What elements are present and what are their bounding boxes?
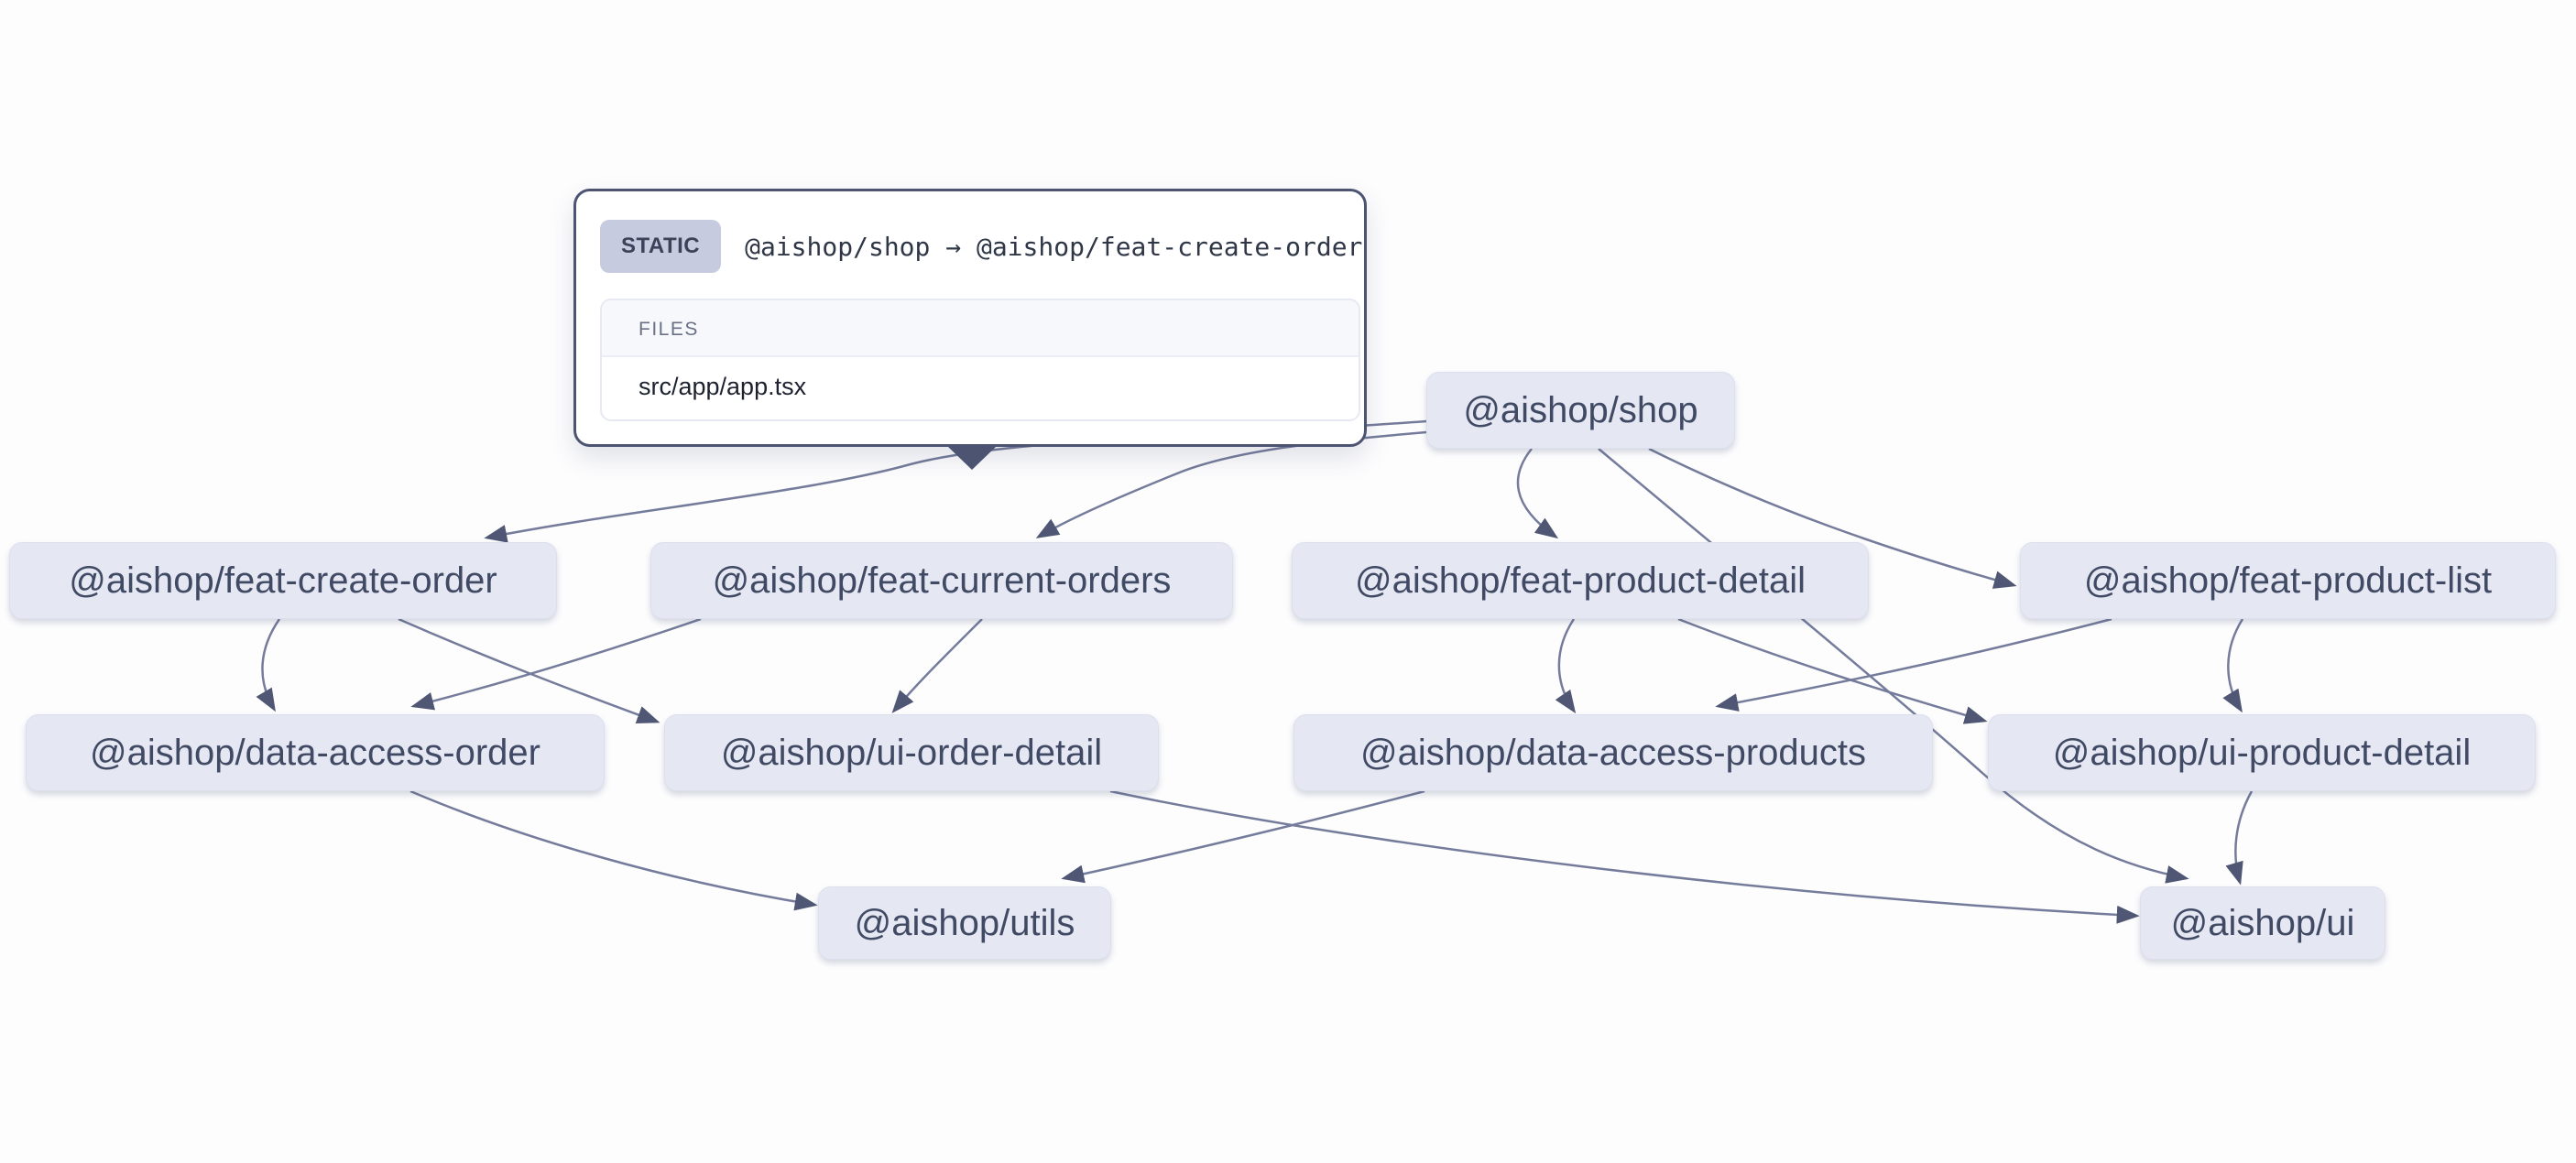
- graph-node-ui-product-detail[interactable]: @aishop/ui-product-detail: [1988, 714, 2536, 791]
- files-header-label: FILES: [602, 300, 1359, 357]
- edge-feat-product-detail--ui-product-detail[interactable]: [1677, 617, 1988, 724]
- edge-ui-product-detail--ui[interactable]: [2225, 790, 2254, 886]
- edge-feat-product-detail--data-access-products[interactable]: [1555, 618, 1577, 714]
- edge-feat-create-order--ui-order-detail[interactable]: [398, 617, 660, 724]
- edge-shop--feat-product-detail[interactable]: [1516, 448, 1559, 539]
- file-item: src/app/app.tsx: [639, 373, 807, 400]
- graph-node-ui[interactable]: @aishop/ui: [2140, 886, 2385, 960]
- dependency-title: @aishop/shop → @aishop/feat-create-order: [745, 231, 1363, 262]
- graph-node-shop[interactable]: @aishop/shop: [1426, 372, 1735, 449]
- edge-feat-create-order--data-access-order[interactable]: [256, 618, 281, 712]
- graph-node-feat-current-orders[interactable]: @aishop/feat-current-orders: [650, 542, 1233, 619]
- graph-node-utils[interactable]: @aishop/utils: [818, 886, 1111, 960]
- dependency-tooltip: STATIC @aishop/shop → @aishop/feat-creat…: [573, 189, 1367, 447]
- edge-shop--feat-current-orders[interactable]: [1035, 430, 1427, 538]
- edge-feat-product-list--data-access-products[interactable]: [1715, 617, 2112, 712]
- tooltip-header: STATIC @aishop/shop → @aishop/feat-creat…: [576, 191, 1364, 273]
- graph-node-feat-create-order[interactable]: @aishop/feat-create-order: [9, 542, 557, 619]
- graph-node-data-access-order[interactable]: @aishop/data-access-order: [26, 714, 605, 791]
- graph-node-feat-product-detail[interactable]: @aishop/feat-product-detail: [1292, 542, 1869, 619]
- dependency-type-badge: STATIC: [600, 220, 722, 273]
- edge-shop--feat-product-list[interactable]: [1648, 447, 2017, 589]
- edge-data-access-products--utils[interactable]: [1061, 789, 1425, 884]
- edge-shop--ui[interactable]: [1598, 448, 2189, 884]
- graph-node-data-access-products[interactable]: @aishop/data-access-products: [1293, 714, 1933, 791]
- edge-feat-current-orders--data-access-order[interactable]: [410, 617, 702, 711]
- graph-node-feat-product-list[interactable]: @aishop/feat-product-list: [2020, 542, 2556, 619]
- files-box: FILES src/app/app.tsx: [600, 299, 1360, 421]
- edge-data-access-order--utils[interactable]: [409, 789, 818, 911]
- edge-feat-current-orders--ui-order-detail[interactable]: [891, 618, 983, 713]
- graph-node-ui-order-detail[interactable]: @aishop/ui-order-detail: [664, 714, 1159, 791]
- edge-feat-product-list--ui-product-detail[interactable]: [2222, 618, 2244, 713]
- tooltip-pointer-icon: [947, 446, 997, 470]
- edge-ui-order-detail--ui[interactable]: [1109, 789, 2140, 924]
